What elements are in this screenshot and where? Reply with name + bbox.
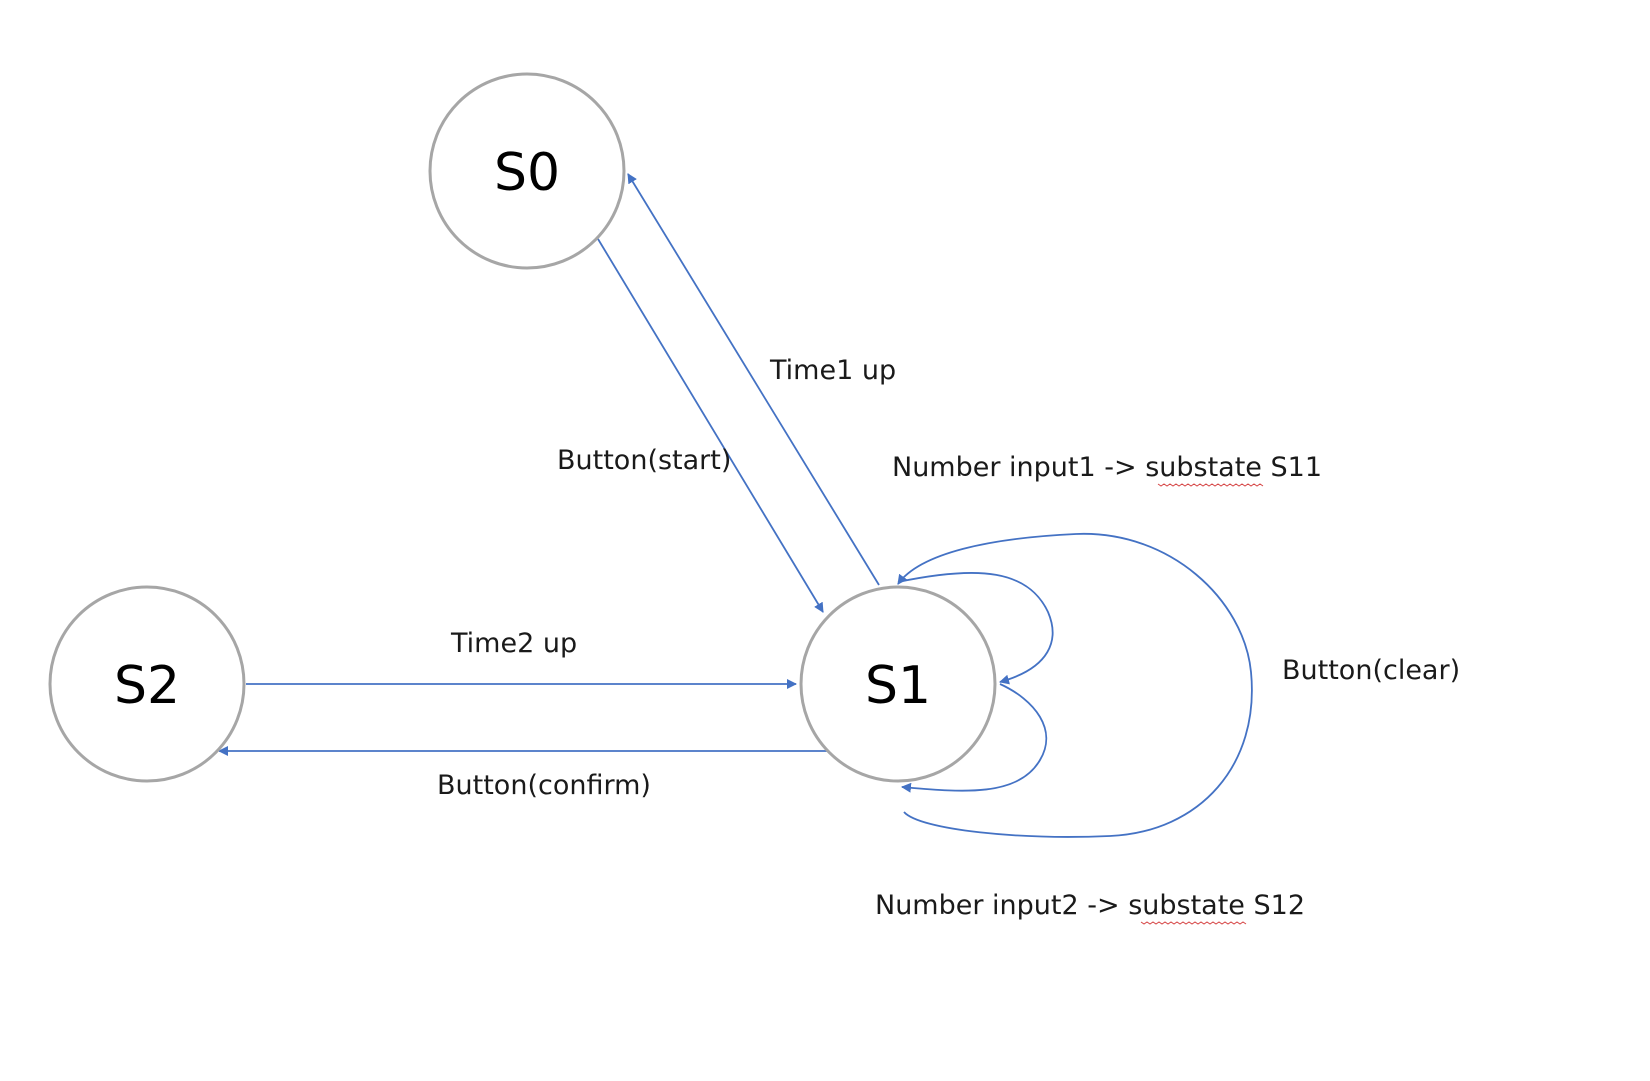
- state-s1-label: S1: [865, 656, 931, 716]
- state-s0-label: S0: [494, 143, 560, 203]
- self-loop-number-input2: [901, 683, 1048, 793]
- state-s1-circle: [799, 585, 997, 783]
- spellcheck-underline-1: [1157, 483, 1264, 487]
- state-s2: S2: [48, 585, 246, 783]
- state-s0-circle: [428, 72, 626, 270]
- self-loop-button-clear: [897, 533, 1253, 838]
- label-button-confirm: Button(confirm): [437, 770, 651, 801]
- state-s2-label: S2: [114, 656, 180, 716]
- state-s1: S1: [799, 585, 997, 783]
- label-number-input1: Number input1 -> substate S11: [892, 452, 1322, 483]
- state-s2-circle: [48, 585, 246, 783]
- edge-s0-to-s1: [597, 238, 824, 613]
- label-button-clear: Button(clear): [1282, 655, 1460, 686]
- spellcheck-underline-2: [1140, 921, 1247, 925]
- label-number-input2: Number input2 -> substate S12: [875, 890, 1305, 921]
- edge-s1-to-s0: [627, 173, 880, 586]
- label-button-start: Button(start): [557, 445, 731, 476]
- label-time2-up: Time2 up: [450, 628, 577, 659]
- state-s0: S0: [428, 72, 626, 270]
- label-time1-up: Time1 up: [769, 355, 896, 386]
- self-loop-number-input1: [897, 571, 1054, 685]
